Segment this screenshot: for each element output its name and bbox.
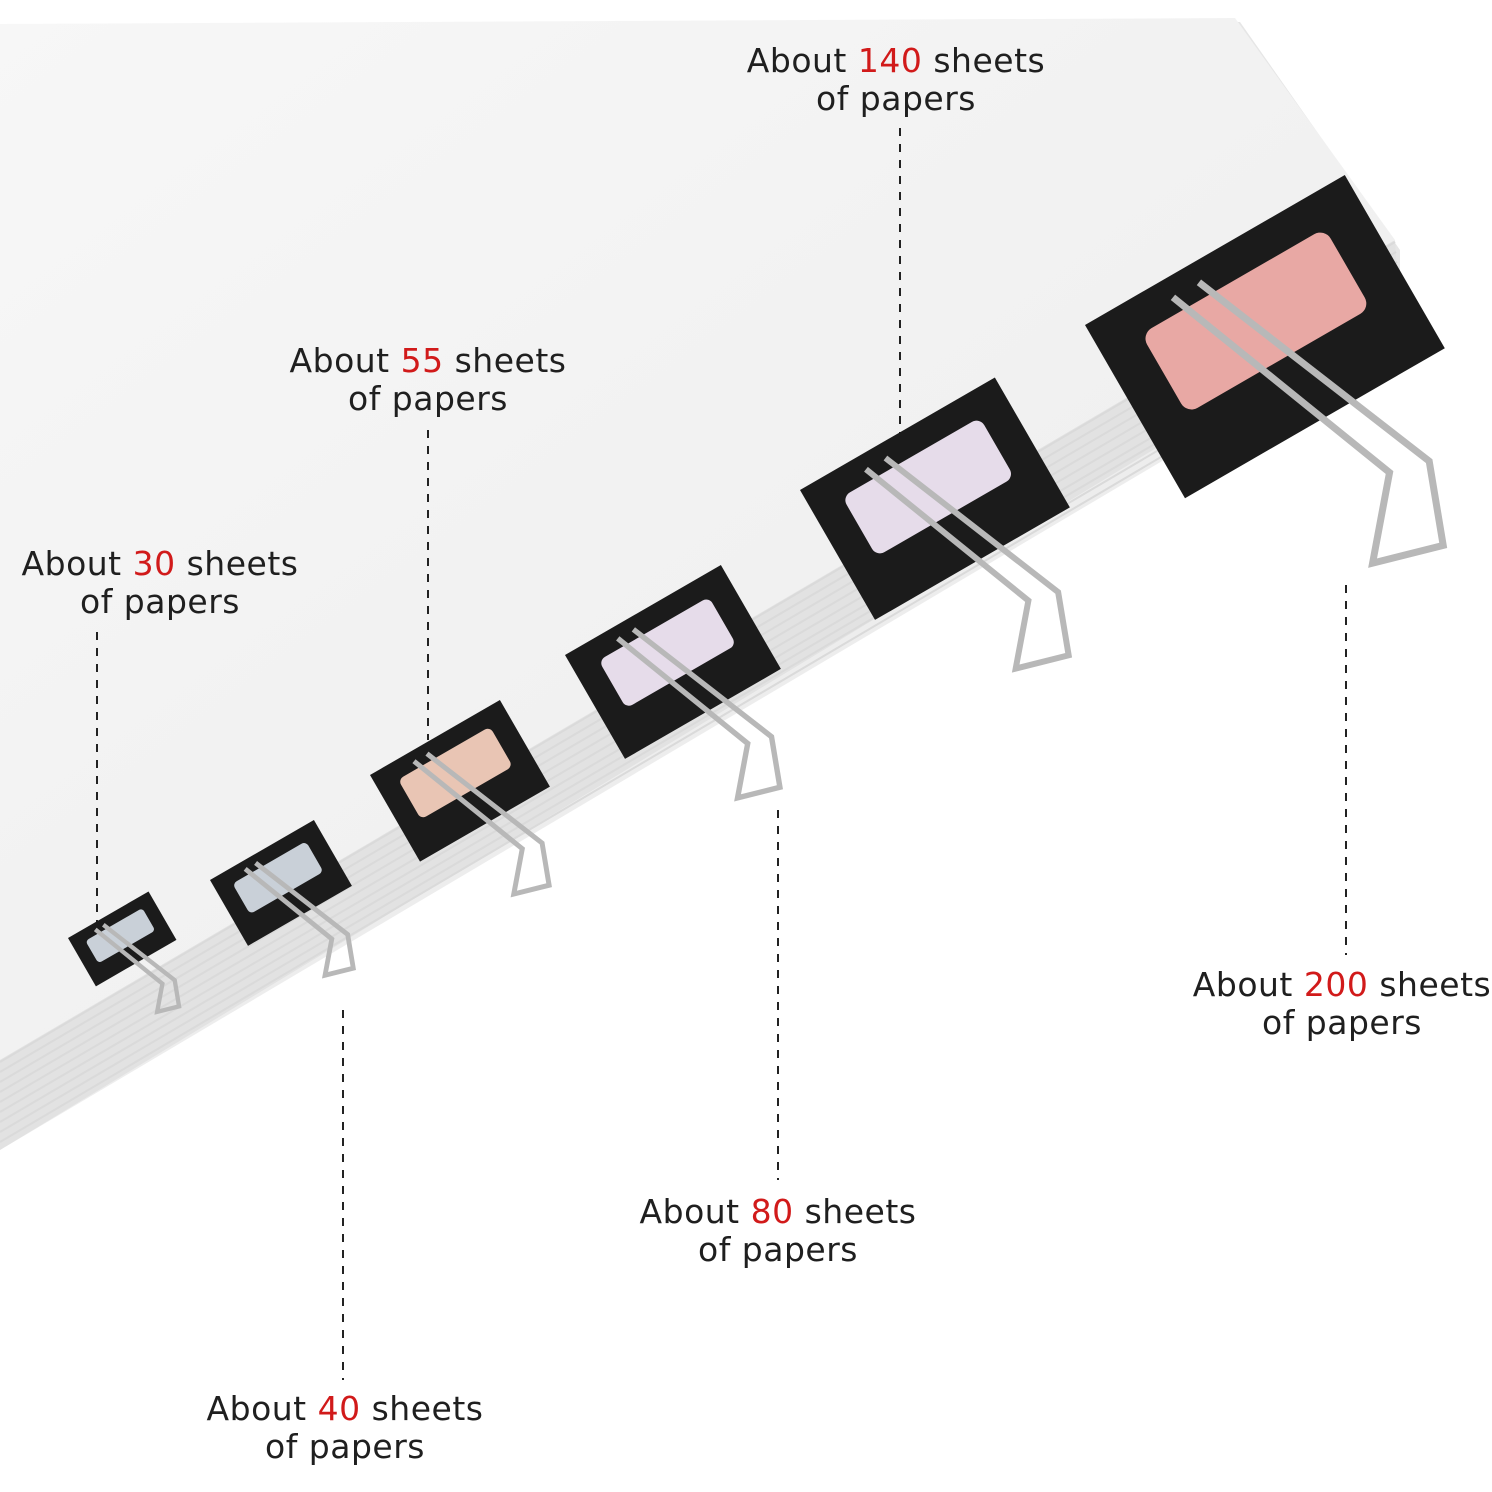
callout-prefix: About [1192,965,1304,1004]
callout-number: 40 [317,1389,361,1428]
leader-lines [96,128,1347,1380]
binder-clip-large [800,377,1073,673]
capacity-callout-200: About 200 sheets of papers [1192,966,1492,1042]
callout-prefix: About [21,544,133,583]
callout-prefix: About [746,41,858,80]
callout-number: 80 [750,1192,794,1231]
binder-clip-medium [370,700,552,898]
callout-suffix: sheets [360,1389,484,1428]
binder-clip-extra-large [1085,175,1448,568]
callout-line1: About 30 sheets [10,545,310,583]
callout-line2: of papers [698,1230,858,1269]
binder-clip-small [68,891,182,1015]
callout-number: 140 [857,41,923,80]
callout-suffix: sheets [175,544,299,583]
callout-suffix: sheets [793,1192,917,1231]
callout-line1: About 55 sheets [278,342,578,380]
callout-line1: About 80 sheets [628,1193,928,1231]
capacity-callout-80: About 80 sheets of papers [628,1193,928,1269]
callout-line1: About 140 sheets [746,42,1046,80]
capacity-callout-30: About 30 sheets of papers [10,545,310,621]
callout-number: 200 [1303,965,1369,1004]
callout-number: 55 [400,341,444,380]
callout-line1: About 200 sheets [1192,966,1492,1004]
callout-line1: About 40 sheets [195,1390,495,1428]
capacity-callout-40: About 40 sheets of papers [195,1390,495,1466]
capacity-callout-55: About 55 sheets of papers [278,342,578,418]
callout-line2: of papers [265,1427,425,1466]
callout-line2: of papers [80,582,240,621]
callout-suffix: sheets [443,341,567,380]
callout-prefix: About [206,1389,318,1428]
callout-prefix: About [289,341,401,380]
callout-line2: of papers [1262,1003,1422,1042]
callout-line2: of papers [816,79,976,118]
binder-clip-medium-large [565,564,783,802]
callout-suffix: sheets [922,41,1046,80]
callout-prefix: About [639,1192,751,1231]
capacity-callout-140: About 140 sheets of papers [746,42,1046,118]
callout-suffix: sheets [1368,965,1492,1004]
callout-line2: of papers [348,379,508,418]
binder-clip-small-medium [210,819,357,979]
callout-number: 30 [132,544,176,583]
